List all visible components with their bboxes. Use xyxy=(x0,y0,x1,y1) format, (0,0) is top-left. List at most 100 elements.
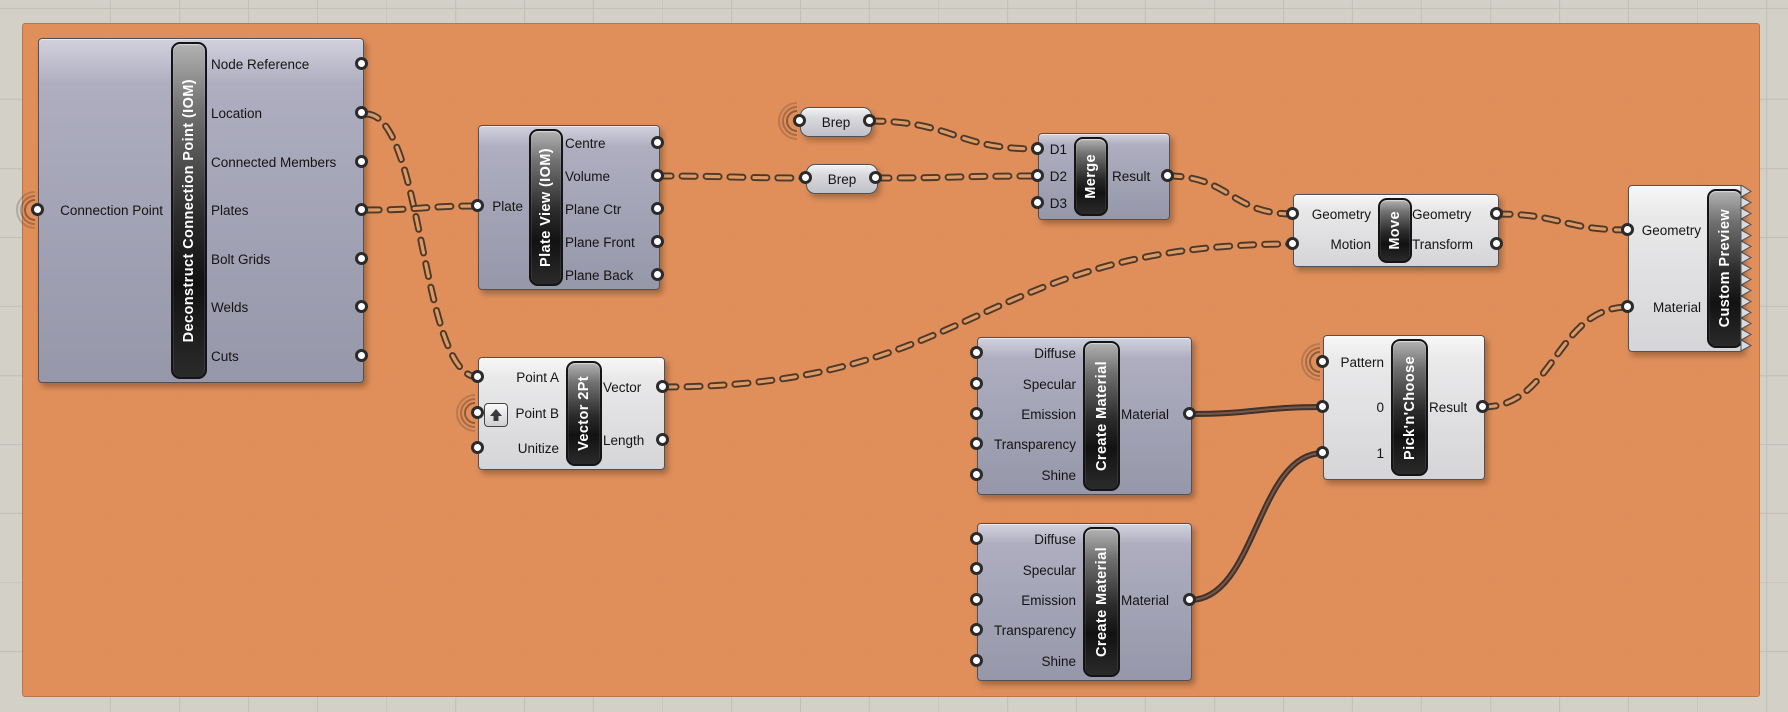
socket-vector2pt-input-point-a[interactable] xyxy=(471,370,484,383)
socket-create-material-1-input-transparency[interactable] xyxy=(970,437,983,450)
socket-create-material-1-input-emission[interactable] xyxy=(970,407,983,420)
socket-move-output-transform[interactable] xyxy=(1490,237,1503,250)
input-label-shine: Shine xyxy=(1041,468,1076,483)
component-name-capsule[interactable]: Move xyxy=(1378,198,1412,263)
socket-picknchoose-input-1[interactable] xyxy=(1316,446,1329,459)
input-label-d2: D2 xyxy=(1049,169,1067,184)
socket-create-material-1-input-shine[interactable] xyxy=(970,468,983,481)
component-create-material-1[interactable]: Diffuse Specular Emission Transparency S… xyxy=(977,337,1192,495)
socket-plate-view-output-plane-ctr[interactable] xyxy=(651,202,664,215)
component-custom-preview[interactable]: Geometry Material Custom Preview xyxy=(1628,185,1743,352)
socket-merge-input-d3[interactable] xyxy=(1031,196,1044,209)
socket-plate-view-output-volume[interactable] xyxy=(651,169,664,182)
component-name-capsule[interactable]: Deconstruct Connection Point (IOM) xyxy=(171,42,207,379)
param-label: Brep xyxy=(821,114,851,130)
socket-create-material-2-input-specular[interactable] xyxy=(970,562,983,575)
input-label-connection-point: Connection Point xyxy=(60,203,163,218)
param-brep-top[interactable]: Brep xyxy=(800,107,872,137)
socket-create-material-1-input-diffuse[interactable] xyxy=(970,346,983,359)
input-label-diffuse: Diffuse xyxy=(1034,346,1076,361)
component-plate-view[interactable]: Plate Plate View (IOM) Centre Volume Pla… xyxy=(478,125,660,290)
socket-deconstruct-output-node-reference[interactable] xyxy=(355,57,368,70)
socket-deconstruct-input-connection-point[interactable] xyxy=(31,203,44,216)
param-brep-bottom[interactable]: Brep xyxy=(806,164,878,194)
socket-deconstruct-output-plates[interactable] xyxy=(355,203,368,216)
socket-create-material-2-output-material[interactable] xyxy=(1183,593,1196,606)
socket-create-material-2-input-transparency[interactable] xyxy=(970,623,983,636)
socket-deconstruct-output-location[interactable] xyxy=(355,106,368,119)
component-pick-n-choose[interactable]: Pattern 0 1 Pick'n'Choose Result xyxy=(1323,335,1485,480)
socket-custom-preview-input-material[interactable] xyxy=(1621,300,1634,313)
socket-vector2pt-output-length[interactable] xyxy=(656,433,669,446)
socket-move-input-motion[interactable] xyxy=(1286,237,1299,250)
socket-merge-input-d2[interactable] xyxy=(1031,169,1044,182)
output-label-node-reference: Node Reference xyxy=(211,57,310,72)
socket-vector2pt-input-point-b[interactable] xyxy=(471,406,484,419)
up-arrow-icon[interactable] xyxy=(484,403,508,427)
component-name-capsule[interactable]: Custom Preview xyxy=(1707,189,1743,348)
socket-plate-view-input-plate[interactable] xyxy=(471,199,484,212)
component-move[interactable]: Geometry Motion Move Geometry Transform xyxy=(1293,194,1499,267)
socket-create-material-1-output-material[interactable] xyxy=(1183,407,1196,420)
socket-picknchoose-output-result[interactable] xyxy=(1476,400,1489,413)
socket-brep-bottom-input[interactable] xyxy=(799,171,812,184)
socket-plate-view-output-centre[interactable] xyxy=(651,136,664,149)
socket-picknchoose-input-0[interactable] xyxy=(1316,400,1329,413)
component-deconstruct-connection-point[interactable]: Connection Point Deconstruct Connection … xyxy=(38,38,364,383)
component-vector-2pt[interactable]: Point A Point B Unitize Vector 2Pt Vecto… xyxy=(478,357,665,470)
socket-create-material-2-input-shine[interactable] xyxy=(970,654,983,667)
param-label: Brep xyxy=(827,171,857,187)
socket-brep-bottom-output[interactable] xyxy=(869,171,882,184)
socket-deconstruct-output-welds[interactable] xyxy=(355,300,368,313)
input-label-d3: D3 xyxy=(1049,196,1067,211)
socket-plate-view-output-plane-back[interactable] xyxy=(651,268,664,281)
socket-brep-top-input[interactable] xyxy=(793,114,806,127)
socket-deconstruct-output-connected-members[interactable] xyxy=(355,155,368,168)
socket-create-material-2-input-diffuse[interactable] xyxy=(970,532,983,545)
socket-create-material-1-input-specular[interactable] xyxy=(970,377,983,390)
socket-vector2pt-input-unitize[interactable] xyxy=(471,441,484,454)
input-label-transparency: Transparency xyxy=(993,623,1076,638)
input-label-point-a: Point A xyxy=(516,370,559,385)
output-label-centre: Centre xyxy=(565,136,606,151)
output-label-length: Length xyxy=(603,433,645,448)
component-name-capsule[interactable]: Merge xyxy=(1074,137,1108,216)
input-label-0: 0 xyxy=(1376,400,1384,415)
component-name-capsule[interactable]: Create Material xyxy=(1083,527,1120,677)
component-name-capsule[interactable]: Create Material xyxy=(1083,341,1120,491)
socket-picknchoose-input-pattern[interactable] xyxy=(1316,355,1329,368)
socket-merge-input-d1[interactable] xyxy=(1031,142,1044,155)
socket-brep-top-output[interactable] xyxy=(863,114,876,127)
output-label-welds: Welds xyxy=(211,300,249,315)
socket-deconstruct-output-bolt-grids[interactable] xyxy=(355,252,368,265)
input-label-point-b: Point B xyxy=(515,406,559,421)
socket-create-material-2-input-emission[interactable] xyxy=(970,593,983,606)
output-label-material: Material xyxy=(1121,407,1170,422)
component-name-capsule[interactable]: Vector 2Pt xyxy=(566,361,602,466)
socket-merge-output-result[interactable] xyxy=(1161,169,1174,182)
socket-plate-view-output-plane-front[interactable] xyxy=(651,235,664,248)
input-label-geometry: Geometry xyxy=(1641,223,1701,238)
output-label-result: Result xyxy=(1112,169,1151,184)
input-label-unitize: Unitize xyxy=(517,441,559,456)
input-label-pattern: Pattern xyxy=(1340,355,1384,370)
input-label-plate: Plate xyxy=(492,199,523,214)
input-label-emission: Emission xyxy=(1021,407,1076,422)
output-label-volume: Volume xyxy=(565,169,611,184)
component-name-capsule[interactable]: Plate View (IOM) xyxy=(529,129,563,286)
input-label-transparency: Transparency xyxy=(993,437,1076,452)
socket-move-output-geometry[interactable] xyxy=(1490,207,1503,220)
socket-vector2pt-output-vector[interactable] xyxy=(656,380,669,393)
socket-deconstruct-output-cuts[interactable] xyxy=(355,349,368,362)
input-label-specular: Specular xyxy=(1022,377,1076,392)
output-label-material: Material xyxy=(1121,593,1170,608)
output-label-location: Location xyxy=(211,106,263,121)
component-create-material-2[interactable]: Diffuse Specular Emission Transparency S… xyxy=(977,523,1192,681)
socket-custom-preview-input-geometry[interactable] xyxy=(1621,223,1634,236)
output-label-geometry: Geometry xyxy=(1412,207,1472,222)
input-label-d1: D1 xyxy=(1049,142,1067,157)
component-merge[interactable]: D1 D2 D3 Merge Result xyxy=(1038,133,1170,220)
socket-move-input-geometry[interactable] xyxy=(1286,207,1299,220)
component-name-capsule[interactable]: Pick'n'Choose xyxy=(1391,339,1428,476)
